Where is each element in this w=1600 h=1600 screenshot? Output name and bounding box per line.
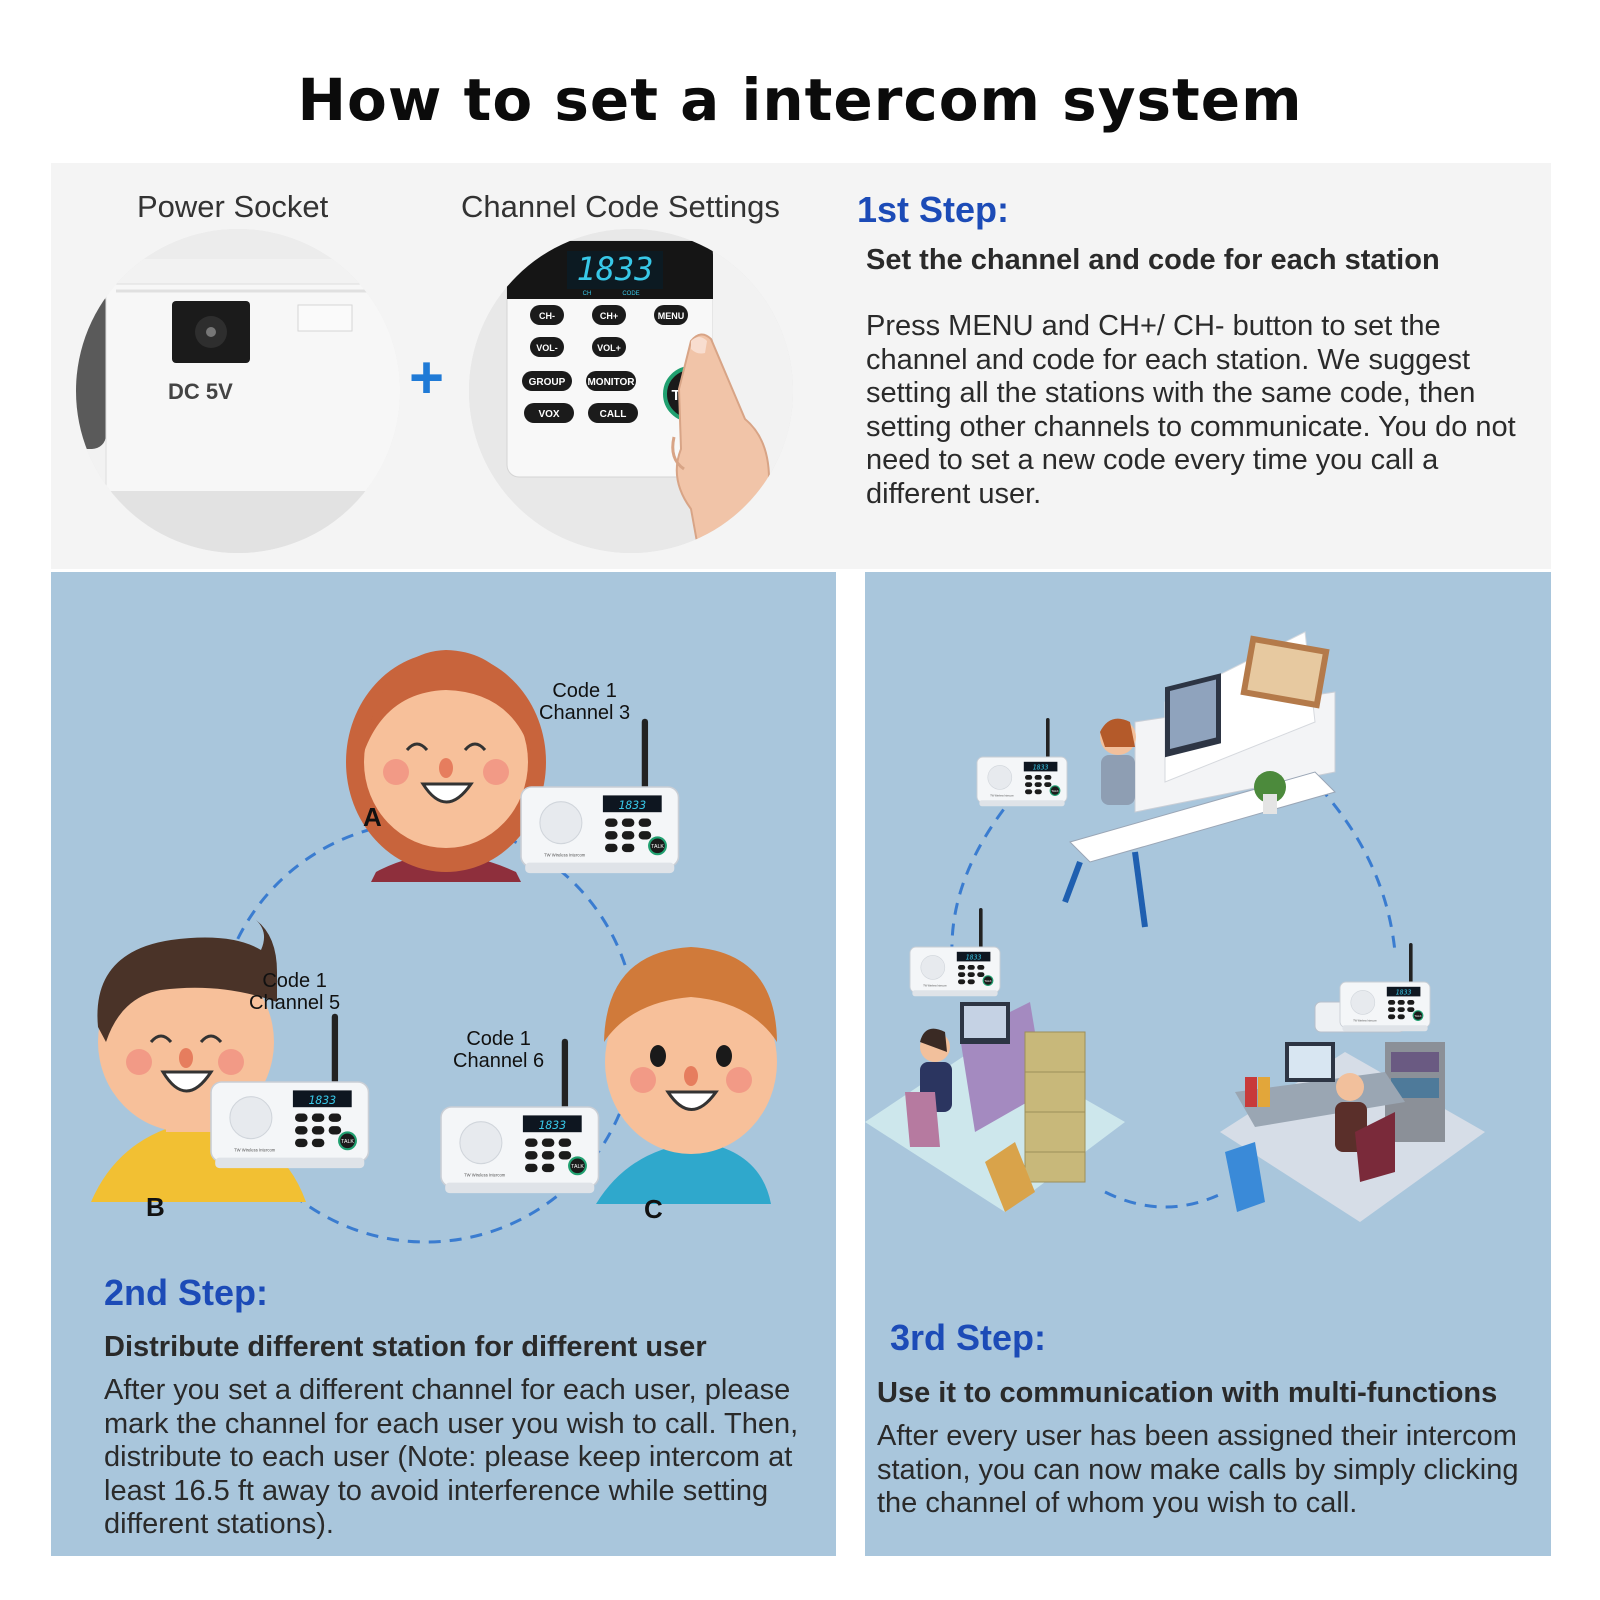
- person-a-face: [346, 650, 546, 882]
- power-socket-photo: DC 5V: [76, 229, 400, 553]
- svg-text:TW Wireless Intercom: TW Wireless Intercom: [923, 985, 947, 988]
- svg-text:1833: 1833: [966, 954, 982, 962]
- svg-text:CH+: CH+: [600, 311, 618, 321]
- user-c-code-label: Code 1 Channel 6: [453, 1028, 544, 1072]
- channel-code-label: Channel Code Settings: [461, 189, 780, 224]
- step1-panel: Power Socket Channel Code Settings DC 5V…: [51, 163, 1551, 569]
- user-b-code: Code 1: [262, 970, 327, 992]
- user-c-code: Code 1: [466, 1028, 531, 1050]
- keypad-button-ch: CH+: [592, 305, 626, 325]
- step1-subheading: Set the channel and code for each statio…: [866, 244, 1440, 276]
- keypad-display-ch: CH: [583, 291, 592, 297]
- user-b-letter: B: [146, 1192, 165, 1222]
- step2-heading: 2nd Step:: [104, 1272, 269, 1313]
- svg-text:VOL-: VOL-: [536, 343, 558, 353]
- step3-subheading: Use it to communication with multi-funct…: [877, 1377, 1498, 1409]
- svg-text:TALK: TALK: [651, 844, 664, 850]
- user-c-letter: C: [644, 1194, 663, 1224]
- svg-text:1833: 1833: [618, 798, 646, 812]
- step3-heading: 3rd Step:: [890, 1317, 1047, 1358]
- keypad-display: 1833: [576, 250, 653, 288]
- svg-text:MONITOR: MONITOR: [587, 377, 635, 388]
- keypad-button-call: CALL: [588, 403, 638, 423]
- user-a-letter: A: [363, 802, 382, 832]
- svg-text:TALK: TALK: [1051, 789, 1058, 793]
- svg-text:1833: 1833: [1396, 989, 1412, 997]
- svg-text:TALK: TALK: [984, 979, 991, 983]
- svg-text:TALK: TALK: [1414, 1014, 1421, 1018]
- plus-icon: +: [409, 344, 445, 411]
- finger-pointer: [671, 333, 771, 553]
- person-c-face: [596, 947, 777, 1204]
- step3-body: After every user has been assigned their…: [877, 1420, 1519, 1519]
- user-a-code: Code 1: [552, 680, 617, 702]
- keypad-button-menu: MENU: [654, 305, 688, 325]
- step2-subheading: Distribute different station for differe…: [104, 1331, 707, 1363]
- keypad-button-vol: VOL+: [592, 337, 626, 357]
- page-title: How to set a intercom system: [297, 66, 1303, 134]
- keypad-button-vox: VOX: [524, 403, 574, 423]
- svg-text:CH-: CH-: [539, 311, 555, 321]
- keypad-button-monitor: MONITOR: [586, 371, 636, 391]
- office-desk-illustration: [1062, 631, 1336, 928]
- office-left-illustration: [865, 1002, 1125, 1212]
- svg-text:TW Wireless Intercom: TW Wireless Intercom: [234, 1147, 276, 1152]
- svg-text:MENU: MENU: [658, 311, 685, 321]
- user-a-code-label: Code 1 Channel 3: [539, 680, 630, 724]
- user-b-code-label: Code 1 Channel 5: [249, 970, 340, 1014]
- user-b-channel: Channel 5: [249, 992, 341, 1014]
- keypad-photo: 1833 CH CODE CH- CH+ MENU VOL- VOL+ GROUP MONI…: [469, 229, 793, 553]
- svg-text:TW Wireless Intercom: TW Wireless Intercom: [544, 852, 586, 857]
- svg-text:TW Wireless Intercom: TW Wireless Intercom: [464, 1172, 506, 1177]
- svg-text:1833: 1833: [308, 1093, 336, 1107]
- socket-marking-text: DC 5V: [168, 379, 233, 404]
- step1-body: Press MENU and CH+/ CH- button to set th…: [866, 310, 1516, 510]
- svg-text:1833: 1833: [1033, 764, 1049, 772]
- power-socket-label: Power Socket: [137, 189, 329, 224]
- user-a-channel: Channel 3: [539, 702, 631, 724]
- keypad-button-ch: CH-: [530, 305, 564, 325]
- keypad-display-code: CODE: [622, 291, 639, 297]
- keypad-button-vol: VOL-: [530, 337, 564, 357]
- svg-text:GROUP: GROUP: [529, 377, 566, 388]
- svg-text:TALK: TALK: [341, 1139, 354, 1145]
- svg-text:TW Wireless Intercom: TW Wireless Intercom: [1353, 1020, 1377, 1023]
- office-right-illustration: [1220, 1001, 1485, 1222]
- svg-text:CALL: CALL: [600, 409, 627, 420]
- svg-text:TW Wireless Intercom: TW Wireless Intercom: [990, 795, 1014, 798]
- svg-text:VOL+: VOL+: [597, 343, 621, 353]
- step1-heading: 1st Step:: [857, 189, 1010, 230]
- svg-text:VOX: VOX: [538, 409, 559, 420]
- user-c-channel: Channel 6: [453, 1050, 545, 1072]
- svg-text:1833: 1833: [538, 1118, 566, 1132]
- svg-text:TALK: TALK: [571, 1164, 584, 1170]
- keypad-button-group: GROUP: [522, 371, 572, 391]
- step2-body: After you set a different channel for ea…: [104, 1374, 799, 1540]
